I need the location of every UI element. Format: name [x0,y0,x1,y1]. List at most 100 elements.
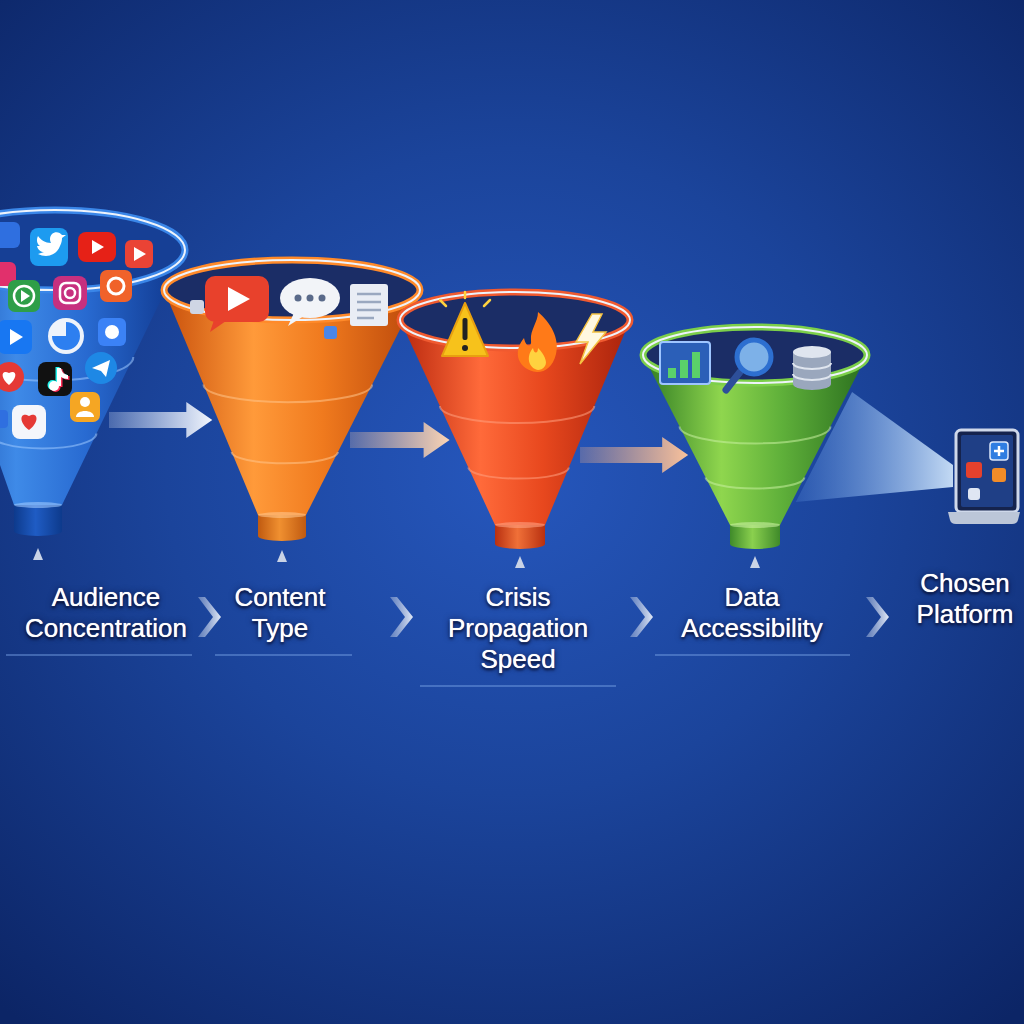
flame [518,312,557,372]
flow-arrow [350,422,450,458]
flow-arrow [580,437,688,473]
spout-rim [495,522,545,528]
funnel-spout [14,505,62,536]
spout-pins [33,548,760,568]
funnel-rim [643,327,867,383]
camera-glyph [65,288,75,298]
underline [655,654,850,656]
app-icon [125,240,153,268]
flame-core [529,348,546,370]
social-icons [0,222,153,439]
flow-arrow [109,402,212,438]
note-part [57,368,61,386]
label-box: Chosen Platform [912,568,1018,630]
funnel-rim-highlight [643,327,867,383]
note-part [59,369,63,387]
database-icon [793,352,831,384]
app-icon [48,318,84,354]
chart-bar [680,360,688,378]
ray [440,300,446,306]
heart-glyph [21,415,36,430]
laptop-screen [956,430,1018,512]
funnel-band [706,477,805,488]
speech-bubble [280,278,340,318]
note-part [60,367,67,378]
funnel-rim [400,292,630,348]
funnel-rim [164,260,420,320]
database-top [793,346,831,358]
funnel-label: Audience Concentration [8,582,204,644]
person-glyph [76,411,94,417]
lightning [576,314,606,364]
video-icon [205,276,269,322]
funnel-label: Crisis Propagation Speed [433,582,603,675]
underline [6,654,192,656]
funnel-band [468,468,568,479]
app-icon [992,468,1006,482]
data-icons [660,340,831,390]
app-icon [85,352,117,384]
funnel-label: Data Accessibility [667,582,837,644]
plus-glyph [994,450,1004,453]
note-part [49,381,59,391]
send-glyph [92,360,110,377]
note-part [61,368,68,379]
database-ring [793,363,831,369]
funnel-shape [400,292,630,552]
platform-node: Chosen Platform [948,428,1020,526]
underline [215,654,352,656]
pin [277,550,287,562]
dot-glyph [105,325,119,339]
funnel-cone [164,290,420,515]
funnel-shape [164,260,420,545]
funnel-band [0,434,96,449]
screen-icons [966,442,1008,500]
magnifier-handle [726,372,740,390]
funnel-node: Crisis Propagation Speed [400,292,630,552]
funnel-spout [495,525,545,549]
chart-icon [660,342,710,384]
document-line [357,309,381,312]
app-icon [38,362,72,396]
laptop-display [961,435,1013,507]
app-icon [12,405,46,439]
database-ring [793,374,831,380]
spout-rim [730,522,780,528]
warning-mark [462,345,468,351]
app-icon [966,462,982,478]
funnel-rim [0,210,185,290]
label-box: Content Type [215,582,345,644]
platform-label: Chosen Platform [912,568,1018,630]
chevron [390,597,413,637]
laptop-base [948,512,1020,524]
ray [464,292,467,298]
speech-bubble-tail [288,313,304,326]
warning-mark [463,318,468,340]
funnel-shape [0,205,185,540]
chevron [866,597,889,637]
funnel-rim-highlight [164,260,420,320]
magnifier-glass [737,340,771,374]
ring-glyph [108,278,124,294]
ring-glyph [14,286,34,306]
note-part [51,382,61,392]
funnel-shape [643,327,867,552]
app-icon [70,392,100,422]
video-icon-tail [210,320,226,332]
play-glyph [92,240,104,254]
app-icon [0,410,8,428]
chart-bar [692,352,700,378]
app-icon [0,320,32,354]
play-glyph [228,287,250,311]
note-part [63,369,70,380]
bubble-dot [295,295,302,302]
plus-glyph [998,446,1001,456]
warning-triangle [442,303,488,356]
crisis-icons [440,292,606,372]
funnel-band [0,357,133,381]
note-part [56,367,60,385]
note-part [48,380,58,390]
pin [33,548,43,560]
app-icon [78,232,116,262]
bubble-dot [319,295,326,302]
